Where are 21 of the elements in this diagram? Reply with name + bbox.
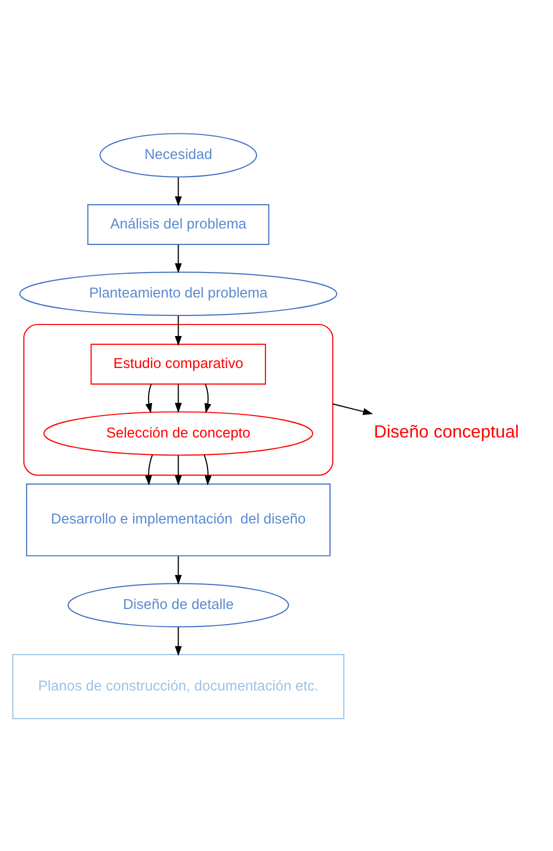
arrow (174, 176, 182, 206)
arrow (174, 454, 182, 485)
arrow (174, 315, 182, 346)
node-text: Diseño conceptual (374, 421, 519, 442)
arrow (145, 384, 152, 413)
arrow (145, 454, 153, 485)
arrow (204, 384, 212, 413)
arrow (174, 244, 182, 273)
arrow (174, 384, 182, 412)
arrow (332, 402, 373, 414)
node-box: Estudio comparativo (90, 343, 266, 384)
node-ellipse: Necesidad (100, 132, 258, 177)
node-ellipse: Diseño de detalle (68, 582, 290, 627)
node-box: Análisis del problema (87, 204, 270, 244)
arrow (174, 626, 182, 656)
node-box: Planos de construcción, documentación etc. (12, 654, 344, 719)
node-box: Desarrollo e implementación del diseño (26, 482, 331, 556)
node-ellipse: Selección de concepto (43, 410, 314, 456)
node-ellipse: Planteamiento del problema (19, 271, 338, 316)
arrow (174, 556, 182, 584)
arrow (204, 454, 212, 485)
